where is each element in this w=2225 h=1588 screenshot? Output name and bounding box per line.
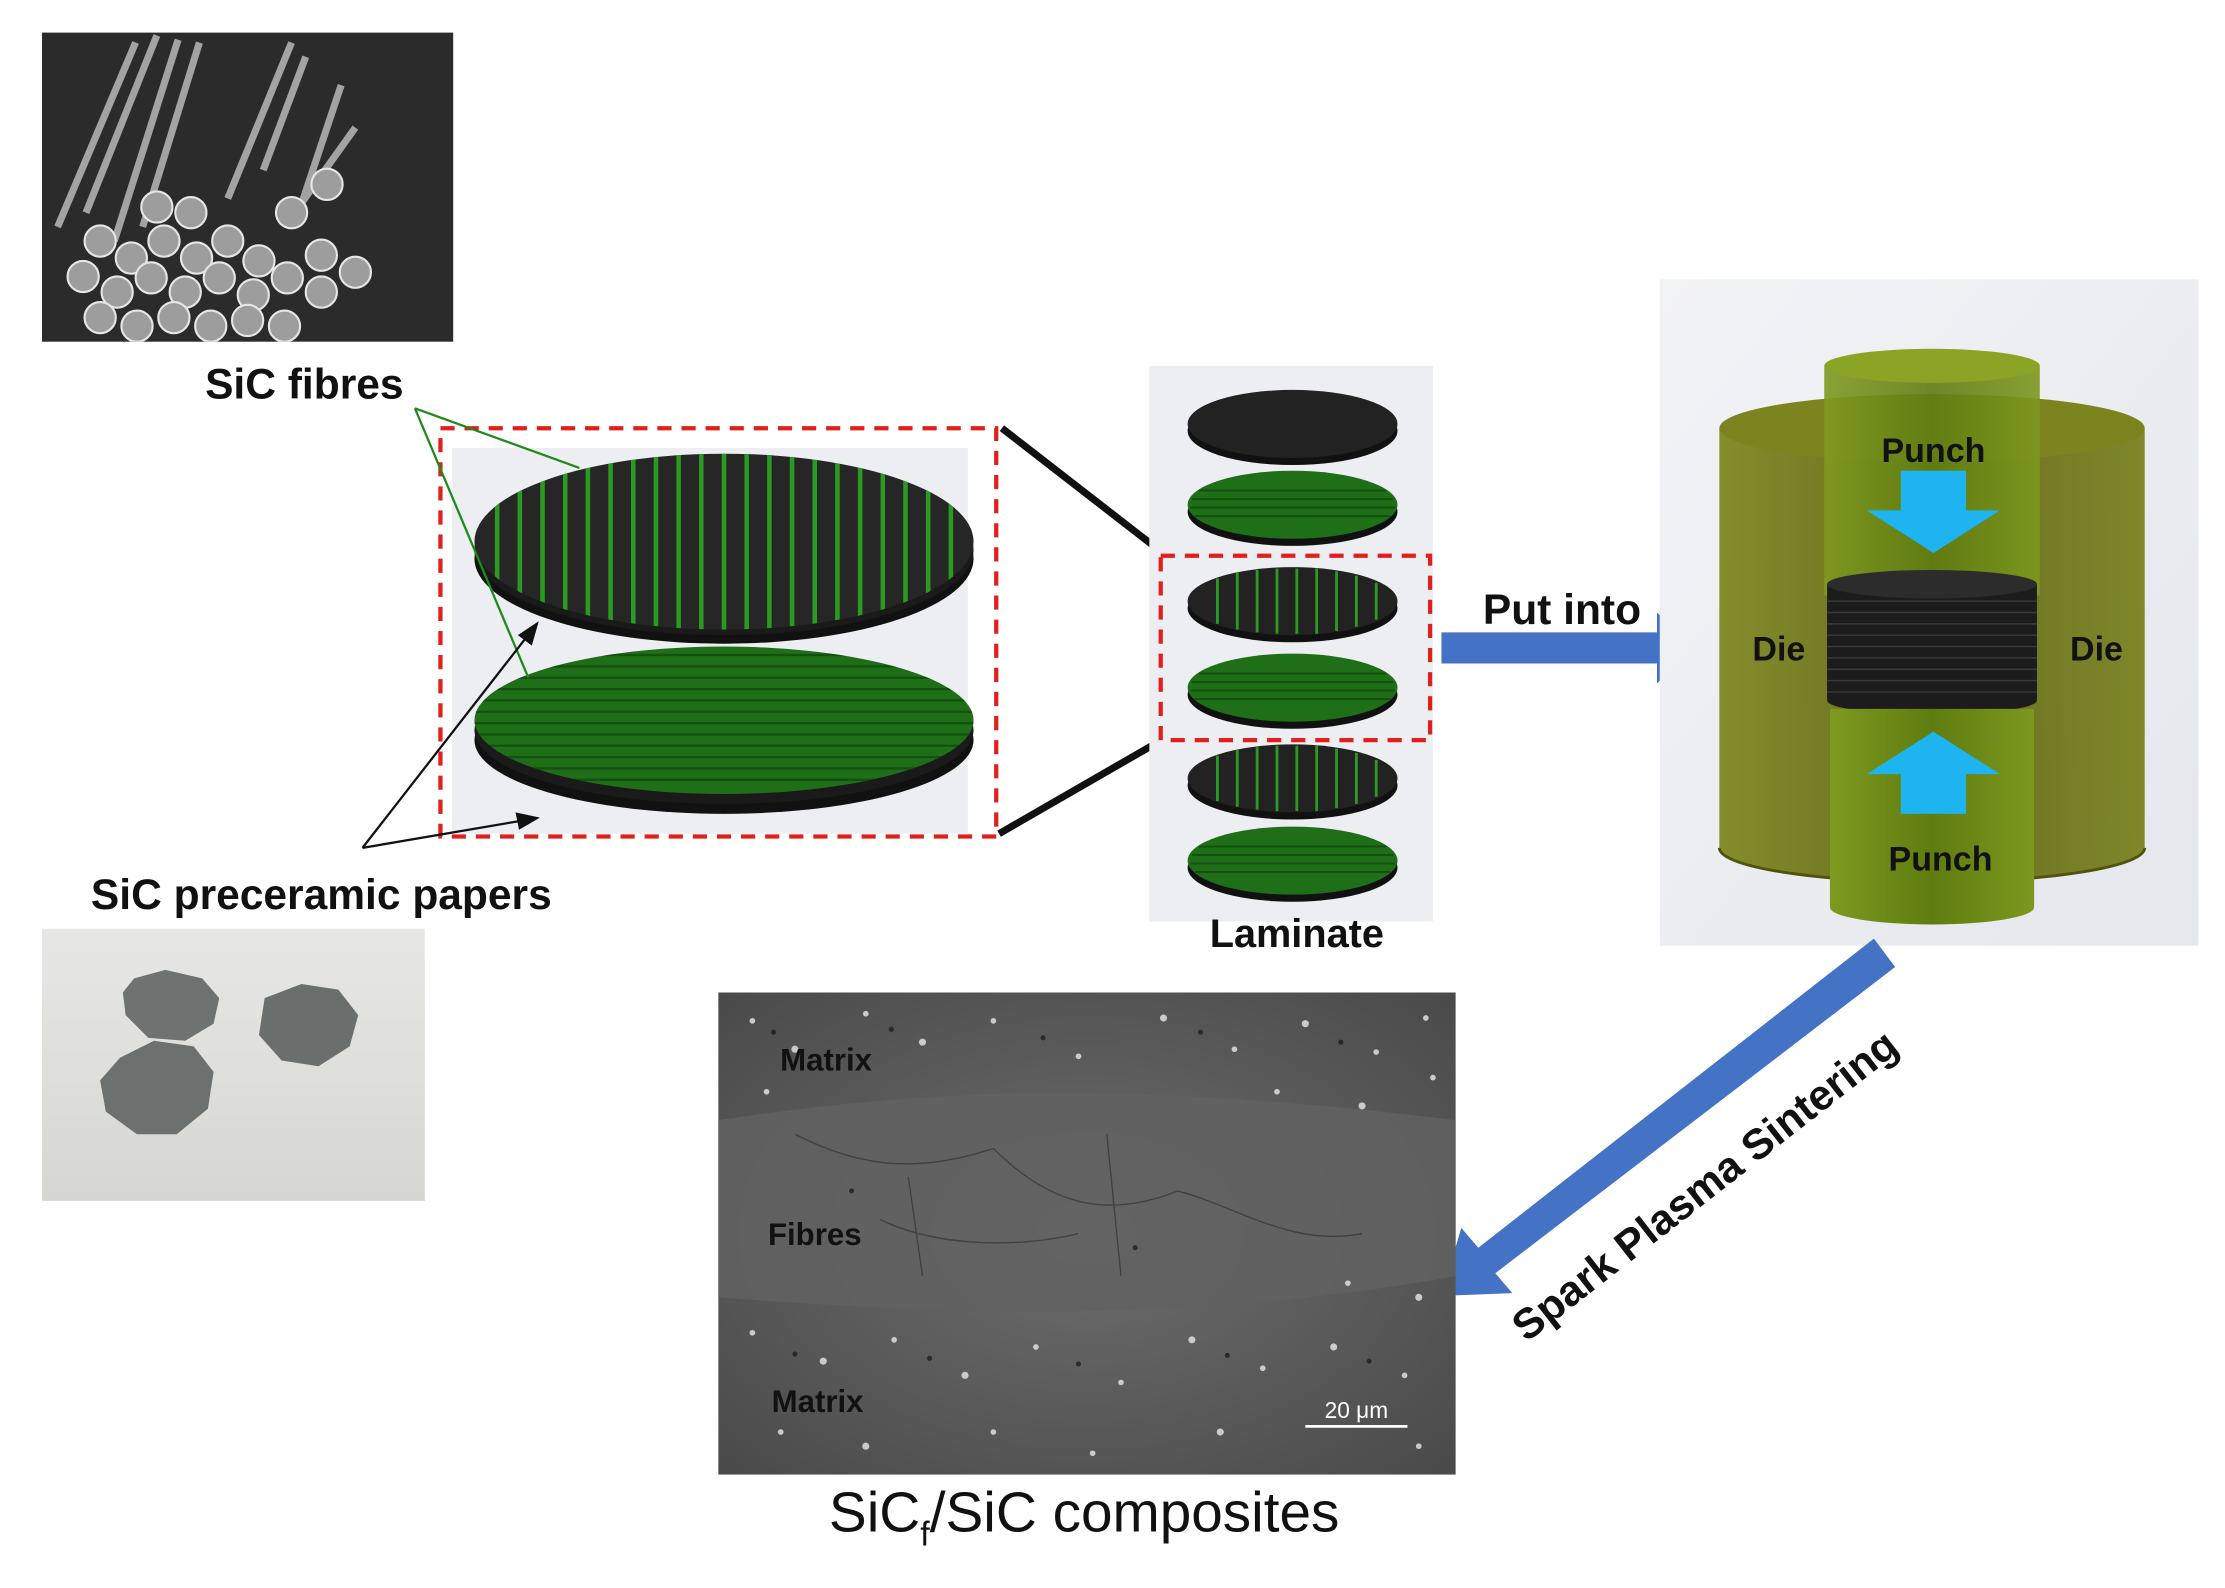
preceramic-pointer-lines	[361, 621, 540, 849]
composite-sem-micrograph: 20 μm	[718, 992, 1456, 1475]
matrix-top-label: Matrix	[780, 1042, 873, 1077]
punch-bottom-label: Punch	[1889, 841, 1993, 879]
caption-prefix: SiC	[829, 1481, 920, 1544]
punch-top-label: Punch	[1881, 432, 1985, 470]
zoom-connector-lines	[997, 425, 1169, 837]
sic-preceramic-papers-label: SiC preceramic papers	[91, 871, 552, 919]
composite-caption: SiCf/SiC composites	[829, 1481, 1340, 1553]
matrix-bottom-label: Matrix	[772, 1384, 865, 1419]
laminate-stack	[1149, 365, 1433, 922]
press-arrow-up	[1866, 731, 2001, 814]
put-into-label: Put into	[1483, 586, 1641, 634]
laminate-label: Laminate	[1210, 912, 1384, 956]
fibre-layer-disc-bottom	[474, 646, 974, 814]
sps-die-assembly	[1659, 279, 2199, 946]
scale-bar-label: 20 μm	[1325, 1397, 1388, 1423]
exploded-disc-view	[438, 426, 999, 839]
compressed-laminate	[1827, 569, 2037, 715]
caption-subscript: f	[920, 1515, 930, 1553]
preceramic-papers-photo	[42, 928, 425, 1201]
caption-suffix: /SiC composites	[930, 1481, 1340, 1544]
selection-box-disc-pair	[438, 426, 999, 839]
fibre-layer-disc-top	[474, 453, 974, 644]
put-into-arrow	[1441, 612, 1694, 684]
die-left-label: Die	[1752, 631, 1805, 669]
selection-box-laminate	[1158, 553, 1433, 743]
fibres-label: Fibres	[768, 1217, 862, 1252]
sic-fibres-sem-image	[42, 32, 454, 342]
sic-fibres-label: SiC fibres	[205, 360, 403, 408]
spark-plasma-sintering-arrow	[1441, 938, 1896, 1296]
die-right-label: Die	[2070, 631, 2123, 669]
press-arrow-down	[1866, 470, 2001, 553]
sic-fibres-pointer-lines	[413, 407, 580, 679]
